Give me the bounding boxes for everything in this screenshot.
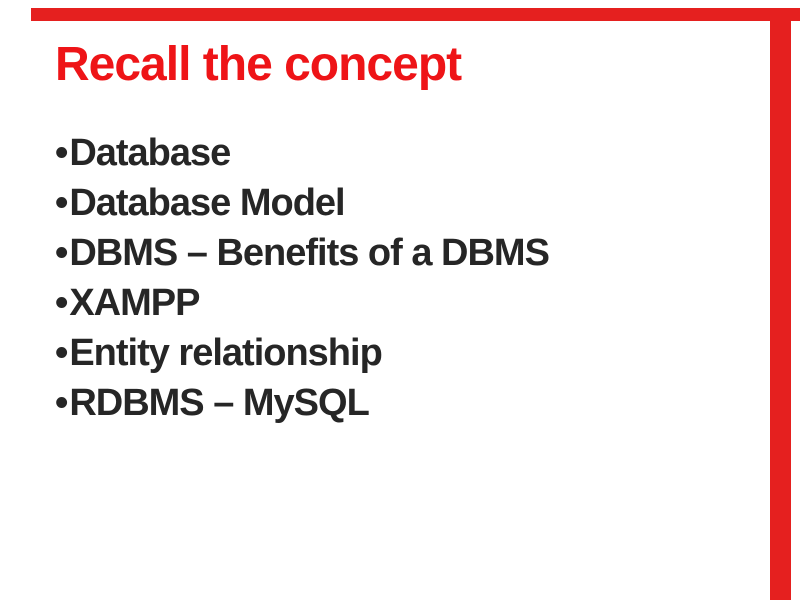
list-item: •Database Model — [55, 178, 549, 228]
list-item: •DBMS – Benefits of a DBMS — [55, 228, 550, 278]
list-item: •Database — [55, 128, 549, 178]
bullet-text: RDBMS – MySQL — [69, 382, 369, 424]
top-accent-bar — [31, 8, 800, 21]
list-item: •RDBMS – MySQL — [55, 378, 549, 428]
slide-title: Recall the concept — [55, 38, 462, 91]
bullet-text: DBMS – Benefits of a DBMS — [69, 232, 550, 274]
bullet-list: •Database •Database Model •DBMS – Benefi… — [55, 128, 550, 428]
bullet-marker: • — [55, 182, 68, 224]
bullet-text: XAMPP — [69, 282, 200, 324]
bullet-marker: • — [55, 232, 68, 274]
bullet-marker: • — [55, 332, 68, 374]
bullet-text: Database — [69, 132, 231, 174]
bullet-marker: • — [55, 132, 68, 174]
list-item: •XAMPP — [55, 278, 549, 328]
bullet-marker: • — [55, 382, 68, 424]
bullet-marker: • — [55, 282, 68, 324]
list-item: •Entity relationship — [55, 328, 549, 378]
bullet-text: Database Model — [69, 182, 345, 224]
right-accent-bar — [770, 8, 791, 600]
bullet-text: Entity relationship — [69, 332, 382, 374]
